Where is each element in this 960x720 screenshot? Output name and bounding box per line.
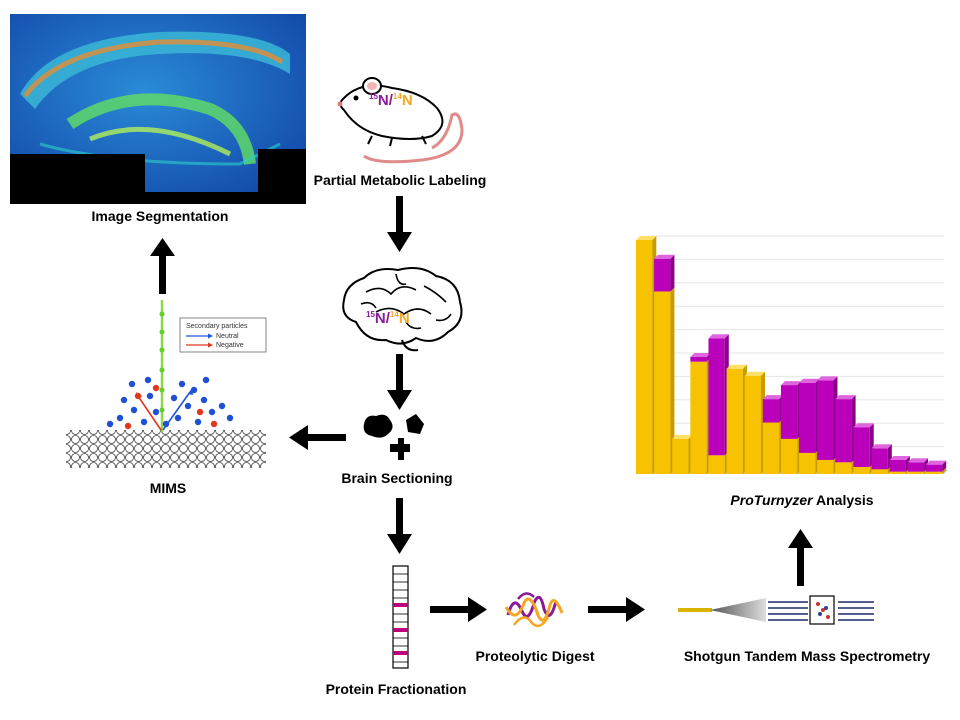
proteolytic-digest-label: Proteolytic Digest xyxy=(475,648,595,664)
chart-bar-magenta xyxy=(871,444,892,470)
partial-labeling-label: Partial Metabolic Labeling xyxy=(313,172,487,188)
image-segmentation-label: Image Segmentation xyxy=(91,208,229,224)
chart-bar-yellow xyxy=(780,434,802,474)
brain-sections-icon xyxy=(360,410,440,465)
proturnyzer-analysis-label: ProTurnyzer Analysis xyxy=(730,492,874,508)
chart-bar-magenta xyxy=(690,353,711,362)
arrow-up-segmentation xyxy=(159,254,166,294)
mass-spectrometer-icon xyxy=(676,592,876,628)
arrow-down-fractionation xyxy=(396,498,403,536)
mouse-isotope-label: 15N/14N xyxy=(369,92,413,109)
mims-legend-neutral: Neutral xyxy=(216,333,239,340)
chart-bar-magenta xyxy=(889,455,910,472)
mouse-icon: 15N/14N xyxy=(332,70,472,170)
brain-isotope-label: 15N/14N xyxy=(366,310,410,327)
mims-legend-negative: Negative xyxy=(216,342,244,349)
arrow-right-digest xyxy=(430,606,470,613)
chart-bar-magenta xyxy=(853,423,874,467)
chart-bar-yellow xyxy=(744,371,766,474)
mims-diagram: Secondary particles Neutral Negative xyxy=(62,300,272,472)
mims-legend-title: Secondary particles xyxy=(186,323,248,330)
chart-bar-magenta xyxy=(817,376,838,460)
brain-icon: 15N/14N xyxy=(336,262,468,354)
chart-bar-magenta xyxy=(835,395,856,463)
chart-bar-magenta xyxy=(708,334,729,456)
arrow-down-labeling xyxy=(396,196,403,234)
mims-label: MIMS xyxy=(149,480,187,496)
arrow-right-ms xyxy=(588,606,628,613)
peptide-digest-icon xyxy=(504,585,564,635)
chart-bar-yellow xyxy=(762,418,784,474)
chart-bar-magenta xyxy=(907,458,929,472)
chart-bar-yellow xyxy=(636,236,657,474)
gel-strip xyxy=(392,565,410,669)
protein-fractionation-label: Protein Fractionation xyxy=(325,681,467,697)
chart-bar-magenta xyxy=(762,395,784,423)
chart-bar-magenta xyxy=(780,381,802,439)
brain-sectioning-label: Brain Sectioning xyxy=(341,470,453,486)
chart-bars xyxy=(636,236,947,474)
chart-bar-yellow xyxy=(672,434,693,474)
shotgun-ms-label: Shotgun Tandem Mass Spectrometry xyxy=(683,648,931,664)
chart-bar-yellow xyxy=(726,364,747,474)
chart-bar-magenta xyxy=(654,254,675,292)
arrow-left-mims xyxy=(306,434,346,441)
proturnyzer-chart xyxy=(626,230,952,480)
chart-bar-yellow xyxy=(690,357,711,474)
arrow-down-brain xyxy=(396,354,403,392)
chart-bar-magenta xyxy=(925,460,947,472)
chart-bar-yellow xyxy=(654,287,675,474)
chart-bar-magenta xyxy=(799,378,820,453)
hippocampus-image xyxy=(10,14,306,204)
arrow-up-analysis xyxy=(797,546,804,586)
